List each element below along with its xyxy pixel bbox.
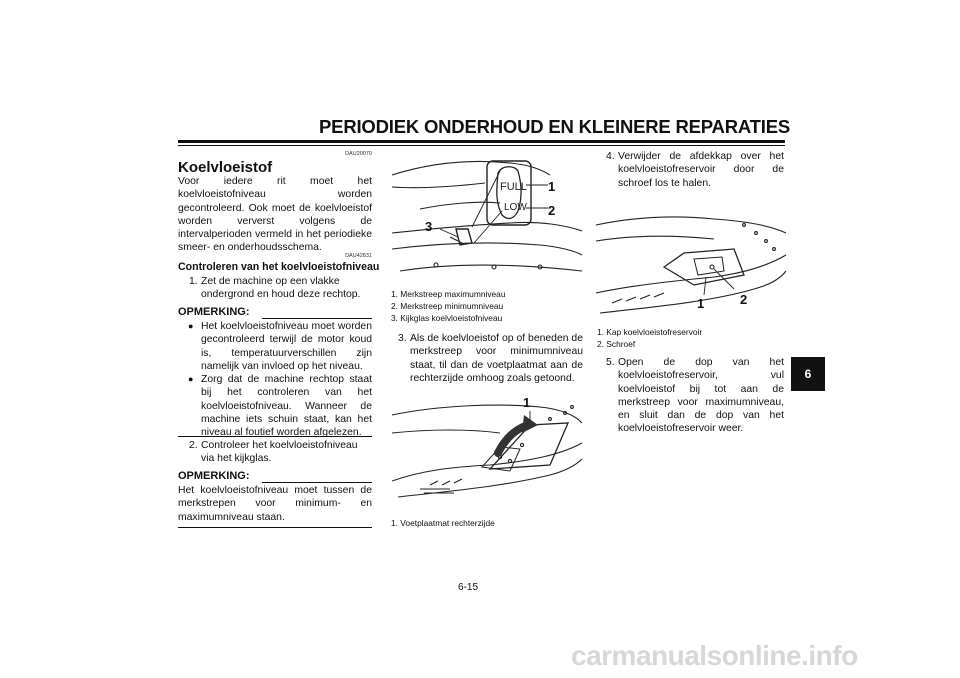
intro-paragraph: Voor iedere rit moet het koelvloeistofni… <box>178 176 372 254</box>
page-number: 6-15 <box>458 582 479 593</box>
bullet-text: Het koelvloeistofniveau moet worden geco… <box>201 321 372 372</box>
callout-3: 3 <box>425 219 432 234</box>
figure-1-captions: 1. Merkstreep maximumniveau 2. Merkstree… <box>391 288 591 324</box>
step-5-text: Open de dop van het koelvloeistofreservo… <box>618 357 784 435</box>
caption-line: 2. Merkstreep minimumniveau <box>391 301 504 311</box>
sight-glass-figure: FULL LOW 1 2 3 <box>391 160 583 272</box>
bullet-icon: ● <box>188 321 194 331</box>
chapter-tab[interactable]: 6 <box>791 357 825 391</box>
full-mark-label: FULL <box>500 181 527 193</box>
header-rule <box>178 140 785 143</box>
callout-2: 2 <box>740 292 747 307</box>
step-number: 5. <box>606 357 615 368</box>
note-heading: OPMERKING: <box>178 470 250 482</box>
subsection-heading: Controleren van het koelvloeistofniveau <box>178 261 380 273</box>
subsection-code: DAU42831 <box>345 253 372 259</box>
callout-1: 1 <box>697 296 704 311</box>
bullet-icon: ● <box>188 374 194 385</box>
step-1-text: Zet de machine op een vlakke ondergrond … <box>201 276 361 301</box>
step-number: 4. <box>606 151 615 162</box>
note-end-rule <box>178 436 372 437</box>
reservoir-cover-figure: 1 2 <box>595 216 787 314</box>
note-2-text: Het koelvloeistofniveau moet tussen de m… <box>178 485 372 523</box>
footrest-mat-figure: 1 <box>391 395 583 498</box>
step-2-text: Controleer het koelvloeistofniveau via h… <box>201 440 358 465</box>
step-number: 1. <box>189 276 198 287</box>
figure-2-caption: 1. Voetplaatmat rechterzijde <box>391 518 495 528</box>
callout-1: 1 <box>548 179 555 194</box>
note-end-rule <box>178 527 372 528</box>
watermark: carmanualsonline.info <box>571 640 858 671</box>
section-code: DAU20070 <box>345 151 372 157</box>
note-rule <box>262 482 372 483</box>
caption-line: 3. Kijkglas koelvloeistofniveau <box>391 313 503 323</box>
callout-1: 1 <box>523 395 530 410</box>
page-title: PERIODIEK ONDERHOUD EN KLEINERE REPARATI… <box>319 116 790 137</box>
callout-2: 2 <box>548 203 555 218</box>
step-3-text: Als de koelvloeistof op of beneden de me… <box>410 333 583 384</box>
step-number: 3. <box>398 333 407 344</box>
caption-line: 1. Merkstreep maximumniveau <box>391 289 506 299</box>
caption-line: 1. Kap koelvloeistofreservoir <box>597 327 703 337</box>
note-bullet-item: ● Het koelvloeistofniveau moet worden ge… <box>188 320 372 373</box>
low-mark-label: LOW <box>504 202 527 213</box>
note-bullet-list: ● Het koelvloeistofniveau moet worden ge… <box>188 320 372 440</box>
step-4-text: Verwijder de afdekkap over het koelvloei… <box>618 151 784 189</box>
note-bullet-item: ● Zorg dat de machine rechtop staat bij … <box>188 373 372 439</box>
bullet-text: Zorg dat de machine rechtop staat bij he… <box>201 374 372 439</box>
section-heading: Koelvloeistof <box>178 159 273 176</box>
caption-line: 2. Schroef <box>597 339 636 349</box>
note-heading: OPMERKING: <box>178 306 250 318</box>
step-number: 2. <box>189 440 198 451</box>
figure-3-captions: 1. Kap koelvloeistofreservoir 2. Schroef <box>597 326 787 350</box>
note-rule <box>262 318 372 319</box>
header-rule-thin <box>178 145 785 146</box>
